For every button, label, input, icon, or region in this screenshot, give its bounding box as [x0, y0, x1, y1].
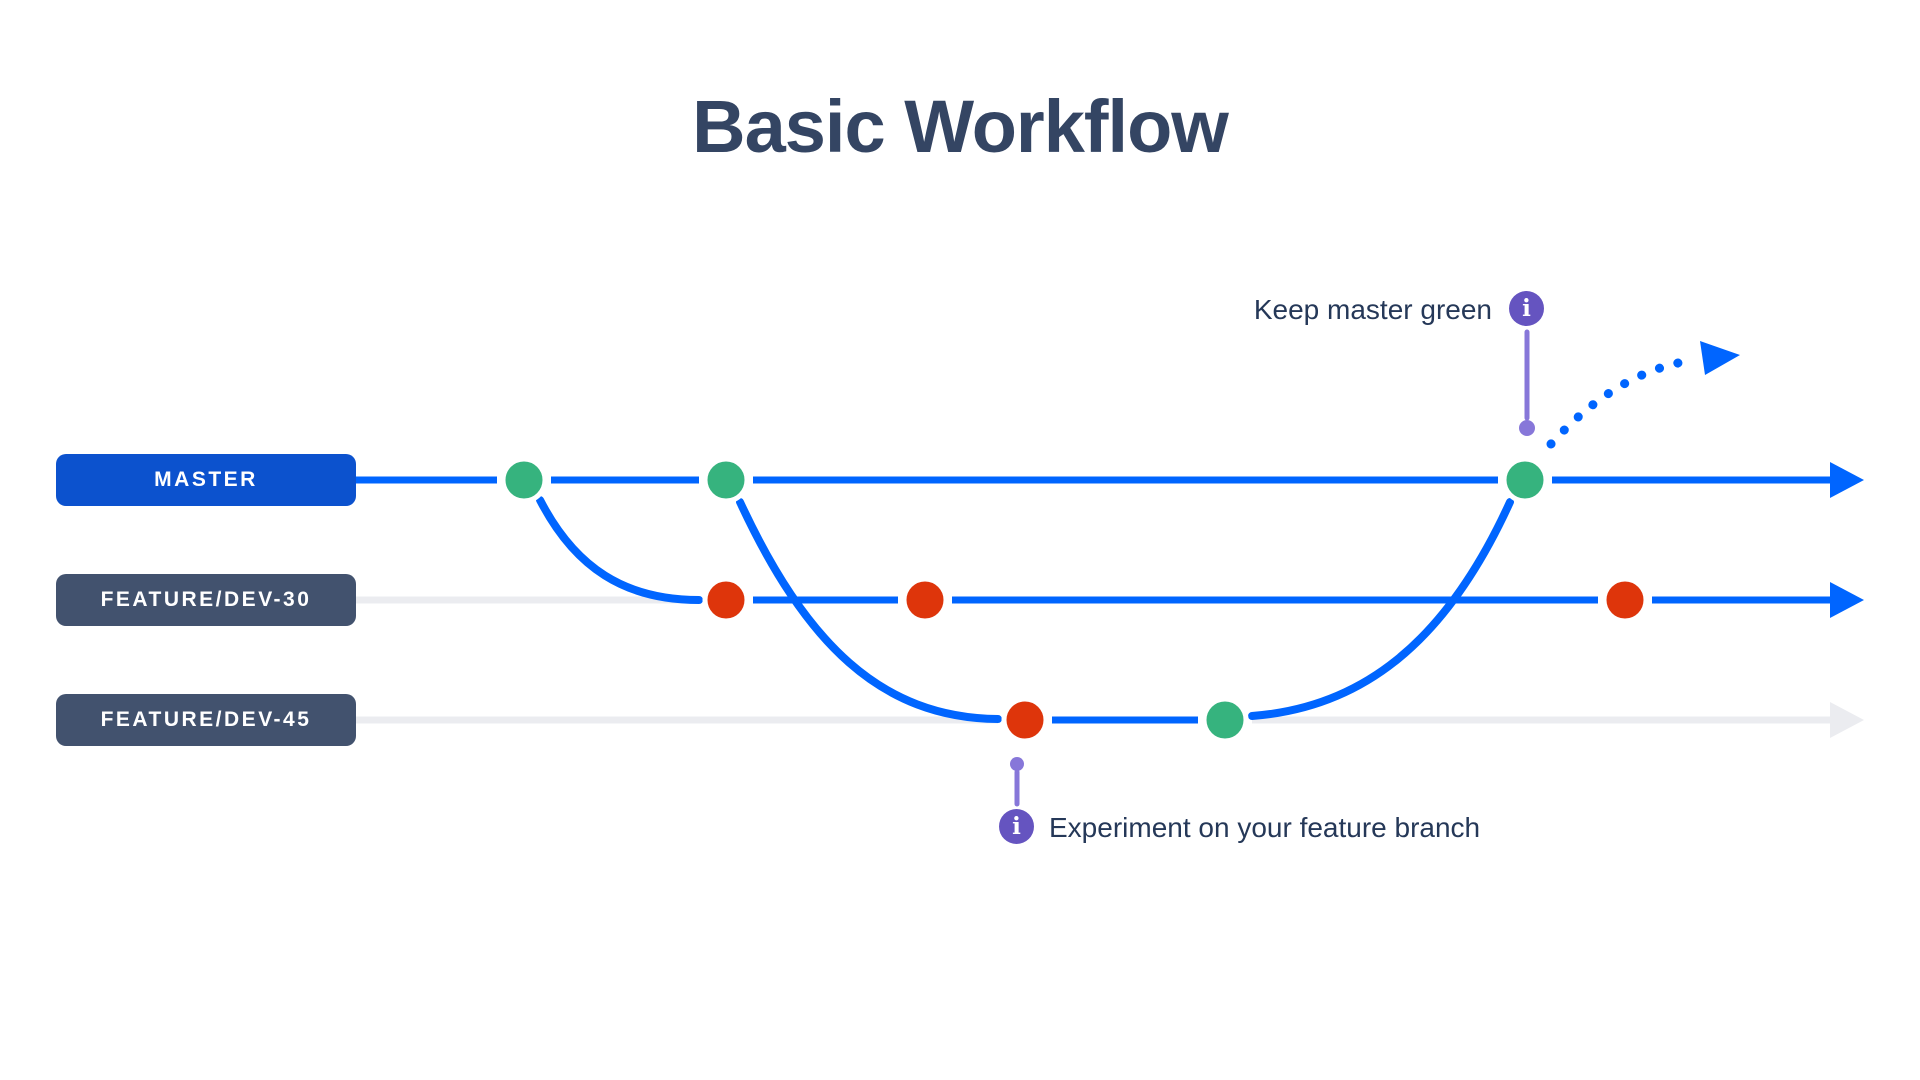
commit-dot-feature-dev-45-1	[1001, 696, 1049, 744]
branch-label-master: MASTER	[56, 454, 356, 506]
commit-dot-feature-dev-30-1	[702, 576, 750, 624]
commit-dot-master-1	[500, 456, 548, 504]
commit-dot-master-2	[702, 456, 750, 504]
info-icon: i	[1509, 291, 1544, 326]
master-arrowhead	[1830, 462, 1864, 498]
commit-dots	[500, 456, 1649, 744]
dev30-arrowhead	[1830, 582, 1864, 618]
commit-dot-master-3	[1501, 456, 1549, 504]
future-dotted-arc	[1546, 355, 1700, 449]
commit-dot-feature-dev-30-2	[901, 576, 949, 624]
experiment-connector-dot	[1010, 757, 1024, 771]
info-icon: i	[999, 809, 1034, 844]
future-arc-arrowhead	[1700, 341, 1740, 375]
branch-label-feature-dev-45: FEATURE/DEV-45	[56, 694, 356, 746]
commit-dot-feature-dev-30-3	[1601, 576, 1649, 624]
branch-curve-master-to-dev45	[736, 498, 1002, 723]
keep-master-green-connector-dot	[1519, 420, 1535, 436]
branch-label-feature-dev-30: FEATURE/DEV-30	[56, 574, 356, 626]
branch-label-master-text: MASTER	[154, 468, 258, 491]
dev45-arrowhead	[1830, 702, 1864, 738]
branch-label-feature-dev-30-text: FEATURE/DEV-30	[100, 588, 312, 611]
branch-label-feature-dev-45-text: FEATURE/DEV-45	[100, 708, 312, 731]
annotation-experiment-on-feature-branch: Experiment on your feature branch	[1049, 812, 1481, 843]
commit-dot-feature-dev-45-2	[1201, 696, 1249, 744]
merge-curve-dev45-to-master	[1248, 498, 1514, 720]
annotation-keep-master-green: Keep master green	[1253, 294, 1492, 325]
branch-curve-master-to-dev30	[536, 496, 703, 604]
page-title: Basic Workflow	[692, 85, 1229, 168]
